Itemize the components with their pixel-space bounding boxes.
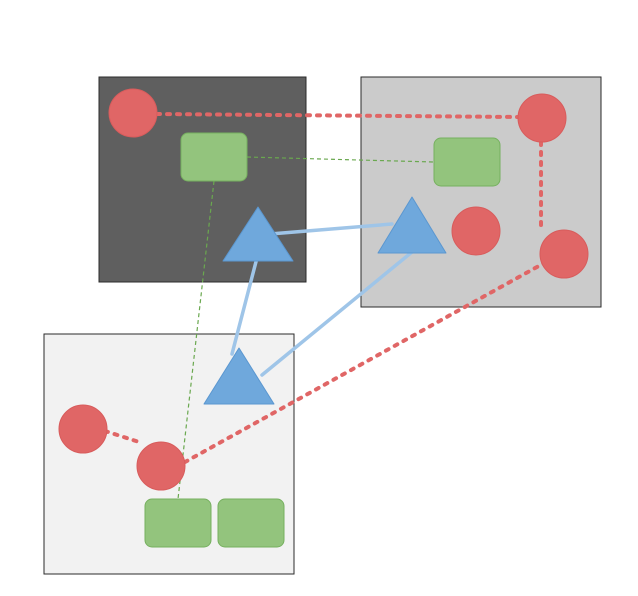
nodes-layer [58, 88, 589, 548]
edge-dark-rect-to-light-rect-left [177, 180, 215, 500]
light-rect-right-node [217, 498, 285, 548]
light-rect-left-node [144, 498, 212, 548]
light-triangle-node [203, 347, 275, 405]
dark-triangle-node [222, 206, 294, 262]
dark-circle-node [108, 88, 158, 138]
mid-triangle-node [377, 196, 447, 254]
mid-circle-top-node [517, 93, 567, 143]
edges-layer [103, 112, 548, 500]
edge-dark-circle-to-mid-circle-top [155, 112, 520, 119]
light-circle-left-node [58, 404, 108, 454]
edge-mid-circle-right-to-light-circle-center [183, 260, 548, 464]
light-circle-center-node [136, 441, 186, 491]
edge-dark-triangle-to-mid-triangle [268, 222, 394, 236]
edge-mid-triangle-to-light-triangle [260, 250, 414, 377]
edge-light-circle-left-to-light-circle-center [103, 429, 141, 444]
edge-dark-triangle-to-light-triangle [230, 252, 260, 356]
mid-rect-node [433, 137, 501, 187]
mid-circle-right-node [539, 229, 589, 279]
edge-dark-rect-to-mid-rect [246, 156, 435, 163]
mid-circle-middle-node [451, 206, 501, 256]
dark-rect-node [180, 132, 248, 182]
